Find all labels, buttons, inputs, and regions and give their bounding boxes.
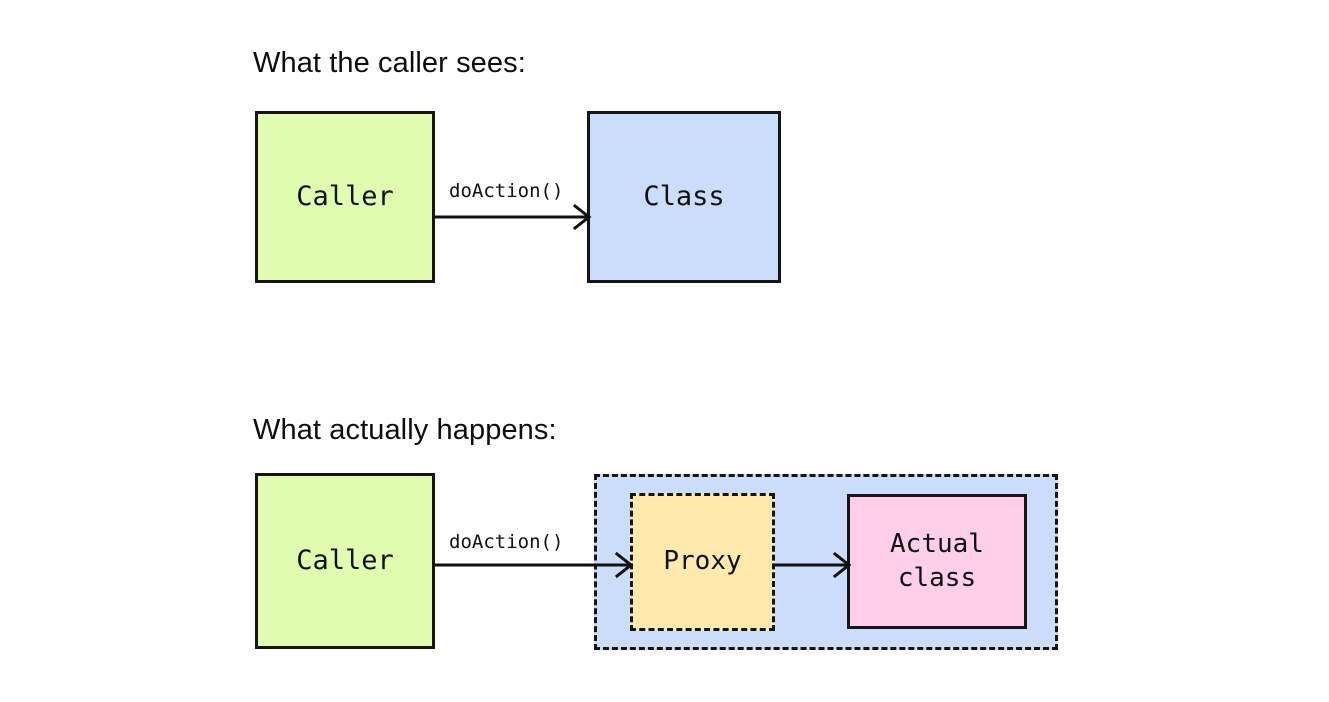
section-heading-actual-view: What actually happens: bbox=[253, 414, 557, 446]
section-heading-caller-view: What the caller sees: bbox=[253, 47, 526, 79]
node-caller-bottom: Caller bbox=[255, 473, 435, 649]
edge-label-do-action-bottom: doAction() bbox=[449, 531, 564, 553]
node-class: Class bbox=[587, 111, 781, 283]
node-actual-class: Actual class bbox=[847, 494, 1027, 629]
node-caller-top: Caller bbox=[255, 111, 435, 283]
node-proxy: Proxy bbox=[630, 493, 775, 631]
edge-label-do-action-top: doAction() bbox=[449, 180, 564, 202]
arrow-right-icon bbox=[434, 203, 592, 231]
